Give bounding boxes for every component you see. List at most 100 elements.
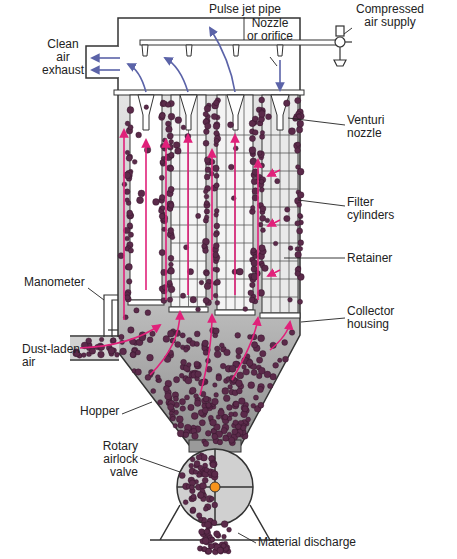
- dust-particle: [144, 105, 149, 110]
- dust-particle: [203, 441, 209, 447]
- dust-particle: [210, 537, 215, 542]
- shape-path: [200, 315, 212, 395]
- dust-particle: [199, 280, 204, 285]
- dust-particle: [179, 373, 184, 378]
- dust-particle: [251, 342, 257, 348]
- dust-particle: [213, 267, 217, 271]
- dust-particle: [196, 513, 201, 518]
- shape-path: [277, 45, 283, 56]
- dust-particle: [214, 223, 220, 229]
- dust-particle: [233, 420, 238, 425]
- shape-path: [150, 312, 180, 375]
- dust-particle: [227, 405, 233, 411]
- shape-path: [271, 95, 289, 130]
- shape-circle: [177, 449, 253, 525]
- dust-particle: [193, 470, 198, 475]
- dust-particle: [115, 352, 120, 357]
- dust-particle: [136, 132, 142, 138]
- dust-particle: [179, 472, 185, 478]
- dust-particle: [82, 353, 87, 358]
- dust-particle: [183, 432, 189, 438]
- shape-path: [150, 505, 280, 540]
- dust-particle: [227, 527, 232, 532]
- collector-housing: [114, 90, 304, 445]
- dust-particle: [295, 251, 302, 258]
- shape-path: [86, 46, 118, 78]
- dust-particle: [185, 377, 192, 384]
- shape-path: [232, 318, 258, 380]
- dust-particle: [188, 404, 194, 410]
- dust-particle: [168, 203, 174, 209]
- shape-path: [165, 58, 188, 92]
- pulse-jet-pipe: [140, 26, 352, 66]
- dust-particle: [227, 432, 232, 437]
- dust-particle: [236, 268, 243, 275]
- dust-particle: [203, 189, 208, 194]
- dust-particle: [98, 351, 105, 358]
- dust-particle: [160, 143, 165, 148]
- dust-particle: [224, 349, 231, 356]
- dust-particle: [153, 199, 160, 206]
- dust-particle: [289, 330, 294, 335]
- dust-particle: [257, 151, 262, 156]
- retainer-ring: [262, 279, 298, 280]
- dust-particle: [273, 241, 278, 246]
- dust-particle: [298, 192, 304, 198]
- dust-particle: [214, 213, 219, 218]
- shape-rect: [118, 18, 300, 92]
- dust-particle: [260, 351, 266, 357]
- dust-particle: [108, 347, 115, 354]
- dust-particle: [242, 365, 247, 370]
- dust-particle: [298, 213, 303, 218]
- dust-particle: [289, 128, 296, 135]
- dust-particle: [204, 105, 211, 112]
- dust-particle: [229, 412, 234, 417]
- dust-particle: [248, 382, 255, 389]
- dust-particle: [132, 159, 137, 164]
- dust-particle: [204, 174, 210, 180]
- dust-particle: [196, 213, 201, 218]
- dust-particle: [169, 262, 174, 267]
- dust-particle: [180, 406, 186, 412]
- dust-particle: [167, 330, 174, 337]
- dust-particle: [249, 297, 255, 303]
- dust-particle: [213, 293, 218, 298]
- dust-particle: [236, 380, 243, 387]
- dust-particle: [259, 187, 264, 192]
- dust-particle: [169, 139, 174, 144]
- dust-particle: [126, 264, 133, 271]
- retainer-bar: [179, 95, 180, 307]
- dust-particle: [222, 388, 229, 395]
- shape-path: [288, 118, 345, 125]
- shape-path: [298, 200, 345, 206]
- dust-particle: [258, 222, 263, 227]
- dust-particle: [168, 113, 175, 120]
- dust-particle: [181, 359, 187, 365]
- dust-particle: [250, 206, 254, 210]
- dust-particle: [196, 454, 202, 460]
- dust-particle: [194, 331, 200, 337]
- shape-path: [227, 95, 244, 130]
- shape-path: [244, 17, 245, 40]
- shape-rect: [169, 307, 208, 312]
- dust-particle: [175, 148, 181, 154]
- dust-particle: [210, 462, 216, 468]
- dust-particle: [202, 477, 208, 483]
- dust-particle: [128, 125, 133, 130]
- dust-particle: [215, 346, 220, 351]
- part-label: Manometer: [24, 276, 104, 289]
- shape-rect: [128, 300, 164, 305]
- dust-particle: [125, 198, 129, 202]
- shape-path: [138, 95, 154, 130]
- dust-particle: [217, 440, 222, 445]
- dust-particle: [159, 213, 165, 219]
- shape-line: [345, 41, 352, 42]
- dust-particle: [295, 148, 301, 154]
- dust-particle: [177, 430, 184, 437]
- dust-particle: [166, 102, 171, 107]
- dust-particle: [163, 336, 170, 343]
- dust-particle: [204, 209, 209, 214]
- dust-particle: [165, 121, 170, 126]
- dust-particle: [119, 334, 124, 339]
- dust-particle: [147, 354, 154, 361]
